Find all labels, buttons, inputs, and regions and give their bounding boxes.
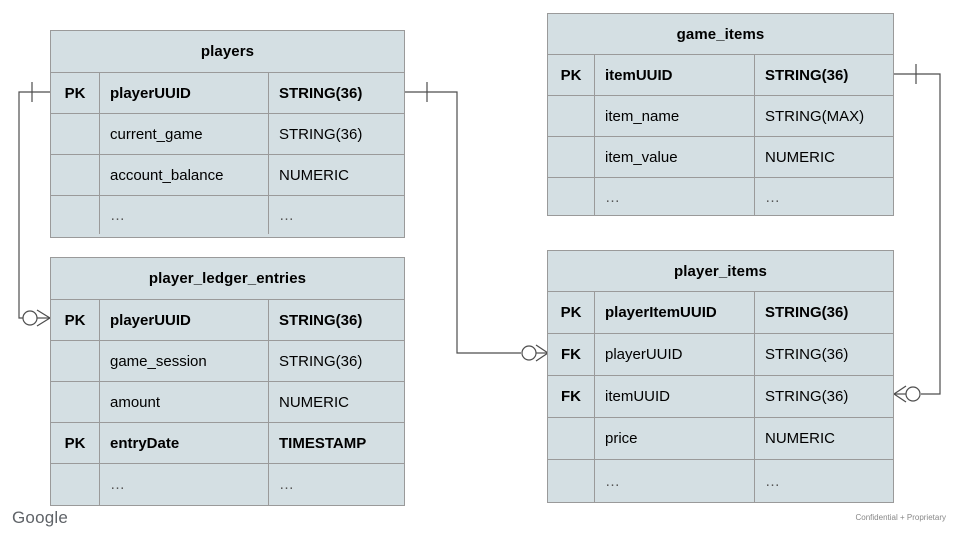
confidential-notice: Confidential + Proprietary bbox=[855, 513, 947, 522]
row-type: … bbox=[765, 188, 781, 206]
row-name: playerItemUUID bbox=[595, 292, 755, 333]
table-row[interactable]: … … bbox=[548, 178, 893, 216]
entity-players[interactable]: players PK playerUUID STRING(36) current… bbox=[50, 30, 405, 238]
table-row[interactable]: PK itemUUID STRING(36) bbox=[548, 55, 893, 96]
row-type: STRING(36) bbox=[279, 352, 363, 370]
table-row[interactable]: PK entryDate TIMESTAMP bbox=[51, 423, 404, 464]
table-row[interactable]: current_game STRING(36) bbox=[51, 114, 404, 155]
entity-title-players: players bbox=[51, 31, 404, 73]
table-row[interactable]: item_name STRING(MAX) bbox=[548, 96, 893, 137]
row-type: … bbox=[765, 472, 781, 490]
relationship-game-items-to-player-items bbox=[893, 64, 941, 403]
row-type: STRING(36) bbox=[765, 346, 849, 363]
row-key: PK bbox=[51, 300, 100, 340]
table-row[interactable]: amount NUMERIC bbox=[51, 382, 404, 423]
row-key bbox=[51, 196, 100, 234]
google-logo: Google bbox=[12, 508, 69, 527]
row-name: game_session bbox=[100, 341, 269, 381]
entity-game-items[interactable]: game_items PK itemUUID STRING(36) item_n… bbox=[547, 13, 894, 216]
row-key bbox=[548, 178, 595, 216]
row-name: current_game bbox=[100, 114, 269, 154]
row-name: item_name bbox=[595, 96, 755, 136]
row-type: STRING(36) bbox=[765, 66, 849, 84]
row-name: … bbox=[595, 178, 755, 216]
table-row[interactable]: PK playerUUID STRING(36) bbox=[51, 300, 404, 341]
row-key: PK bbox=[51, 423, 100, 463]
row-key bbox=[548, 418, 595, 459]
cardinality-zero-circle bbox=[521, 345, 537, 361]
row-key bbox=[548, 96, 595, 136]
row-key bbox=[548, 460, 595, 502]
row-key bbox=[51, 382, 100, 422]
table-row[interactable]: price NUMERIC bbox=[548, 418, 893, 460]
entity-title-player-items: player_items bbox=[548, 251, 893, 292]
row-key: FK bbox=[548, 334, 595, 375]
row-type: NUMERIC bbox=[765, 430, 835, 447]
table-row[interactable]: … … bbox=[548, 460, 893, 502]
row-name: price bbox=[595, 418, 755, 459]
table-row[interactable]: FK playerUUID STRING(36) bbox=[548, 334, 893, 376]
row-type: STRING(MAX) bbox=[765, 107, 865, 125]
row-key: FK bbox=[548, 376, 595, 417]
row-type: NUMERIC bbox=[279, 166, 349, 184]
row-type: … bbox=[279, 206, 295, 224]
table-row[interactable]: PK playerItemUUID STRING(36) bbox=[548, 292, 893, 334]
relationship-players-to-ledger bbox=[18, 82, 51, 327]
row-name: … bbox=[100, 464, 269, 505]
row-type: NUMERIC bbox=[279, 393, 349, 411]
table-row[interactable]: account_balance NUMERIC bbox=[51, 155, 404, 196]
row-key bbox=[548, 137, 595, 177]
row-name: playerUUID bbox=[100, 73, 269, 113]
row-type: TIMESTAMP bbox=[279, 434, 367, 452]
row-type: STRING(36) bbox=[279, 125, 363, 143]
table-row[interactable]: item_value NUMERIC bbox=[548, 137, 893, 178]
row-name: … bbox=[595, 460, 755, 502]
cardinality-zero-circle bbox=[905, 386, 921, 402]
row-type: … bbox=[279, 476, 295, 493]
row-name: itemUUID bbox=[595, 55, 755, 95]
row-type: STRING(36) bbox=[279, 311, 363, 329]
table-row[interactable]: game_session STRING(36) bbox=[51, 341, 404, 382]
row-key bbox=[51, 114, 100, 154]
table-row[interactable]: … … bbox=[51, 196, 404, 234]
row-name: playerUUID bbox=[595, 334, 755, 375]
entity-player-items[interactable]: player_items PK playerItemUUID STRING(36… bbox=[547, 250, 894, 503]
relationship-players-to-player-items bbox=[405, 82, 549, 362]
table-row[interactable]: FK itemUUID STRING(36) bbox=[548, 376, 893, 418]
table-row[interactable]: PK playerUUID STRING(36) bbox=[51, 73, 404, 114]
row-key: PK bbox=[548, 55, 595, 95]
cardinality-zero-circle bbox=[22, 310, 38, 326]
row-name: … bbox=[100, 196, 269, 234]
row-name: playerUUID bbox=[100, 300, 269, 340]
entity-player-ledger-entries[interactable]: player_ledger_entries PK playerUUID STRI… bbox=[50, 257, 405, 506]
row-key: PK bbox=[51, 73, 100, 113]
row-name: entryDate bbox=[100, 423, 269, 463]
row-key bbox=[51, 464, 100, 505]
row-name: itemUUID bbox=[595, 376, 755, 417]
row-key: PK bbox=[548, 292, 595, 333]
row-type: NUMERIC bbox=[765, 148, 835, 166]
row-name: amount bbox=[100, 382, 269, 422]
row-key bbox=[51, 341, 100, 381]
row-type: STRING(36) bbox=[765, 388, 849, 405]
row-key bbox=[51, 155, 100, 195]
entity-title-player-ledger-entries: player_ledger_entries bbox=[51, 258, 404, 300]
table-row[interactable]: … … bbox=[51, 464, 404, 505]
row-type: STRING(36) bbox=[279, 84, 363, 102]
entity-title-game-items: game_items bbox=[548, 14, 893, 55]
row-name: item_value bbox=[595, 137, 755, 177]
row-type: STRING(36) bbox=[765, 304, 849, 321]
row-name: account_balance bbox=[100, 155, 269, 195]
